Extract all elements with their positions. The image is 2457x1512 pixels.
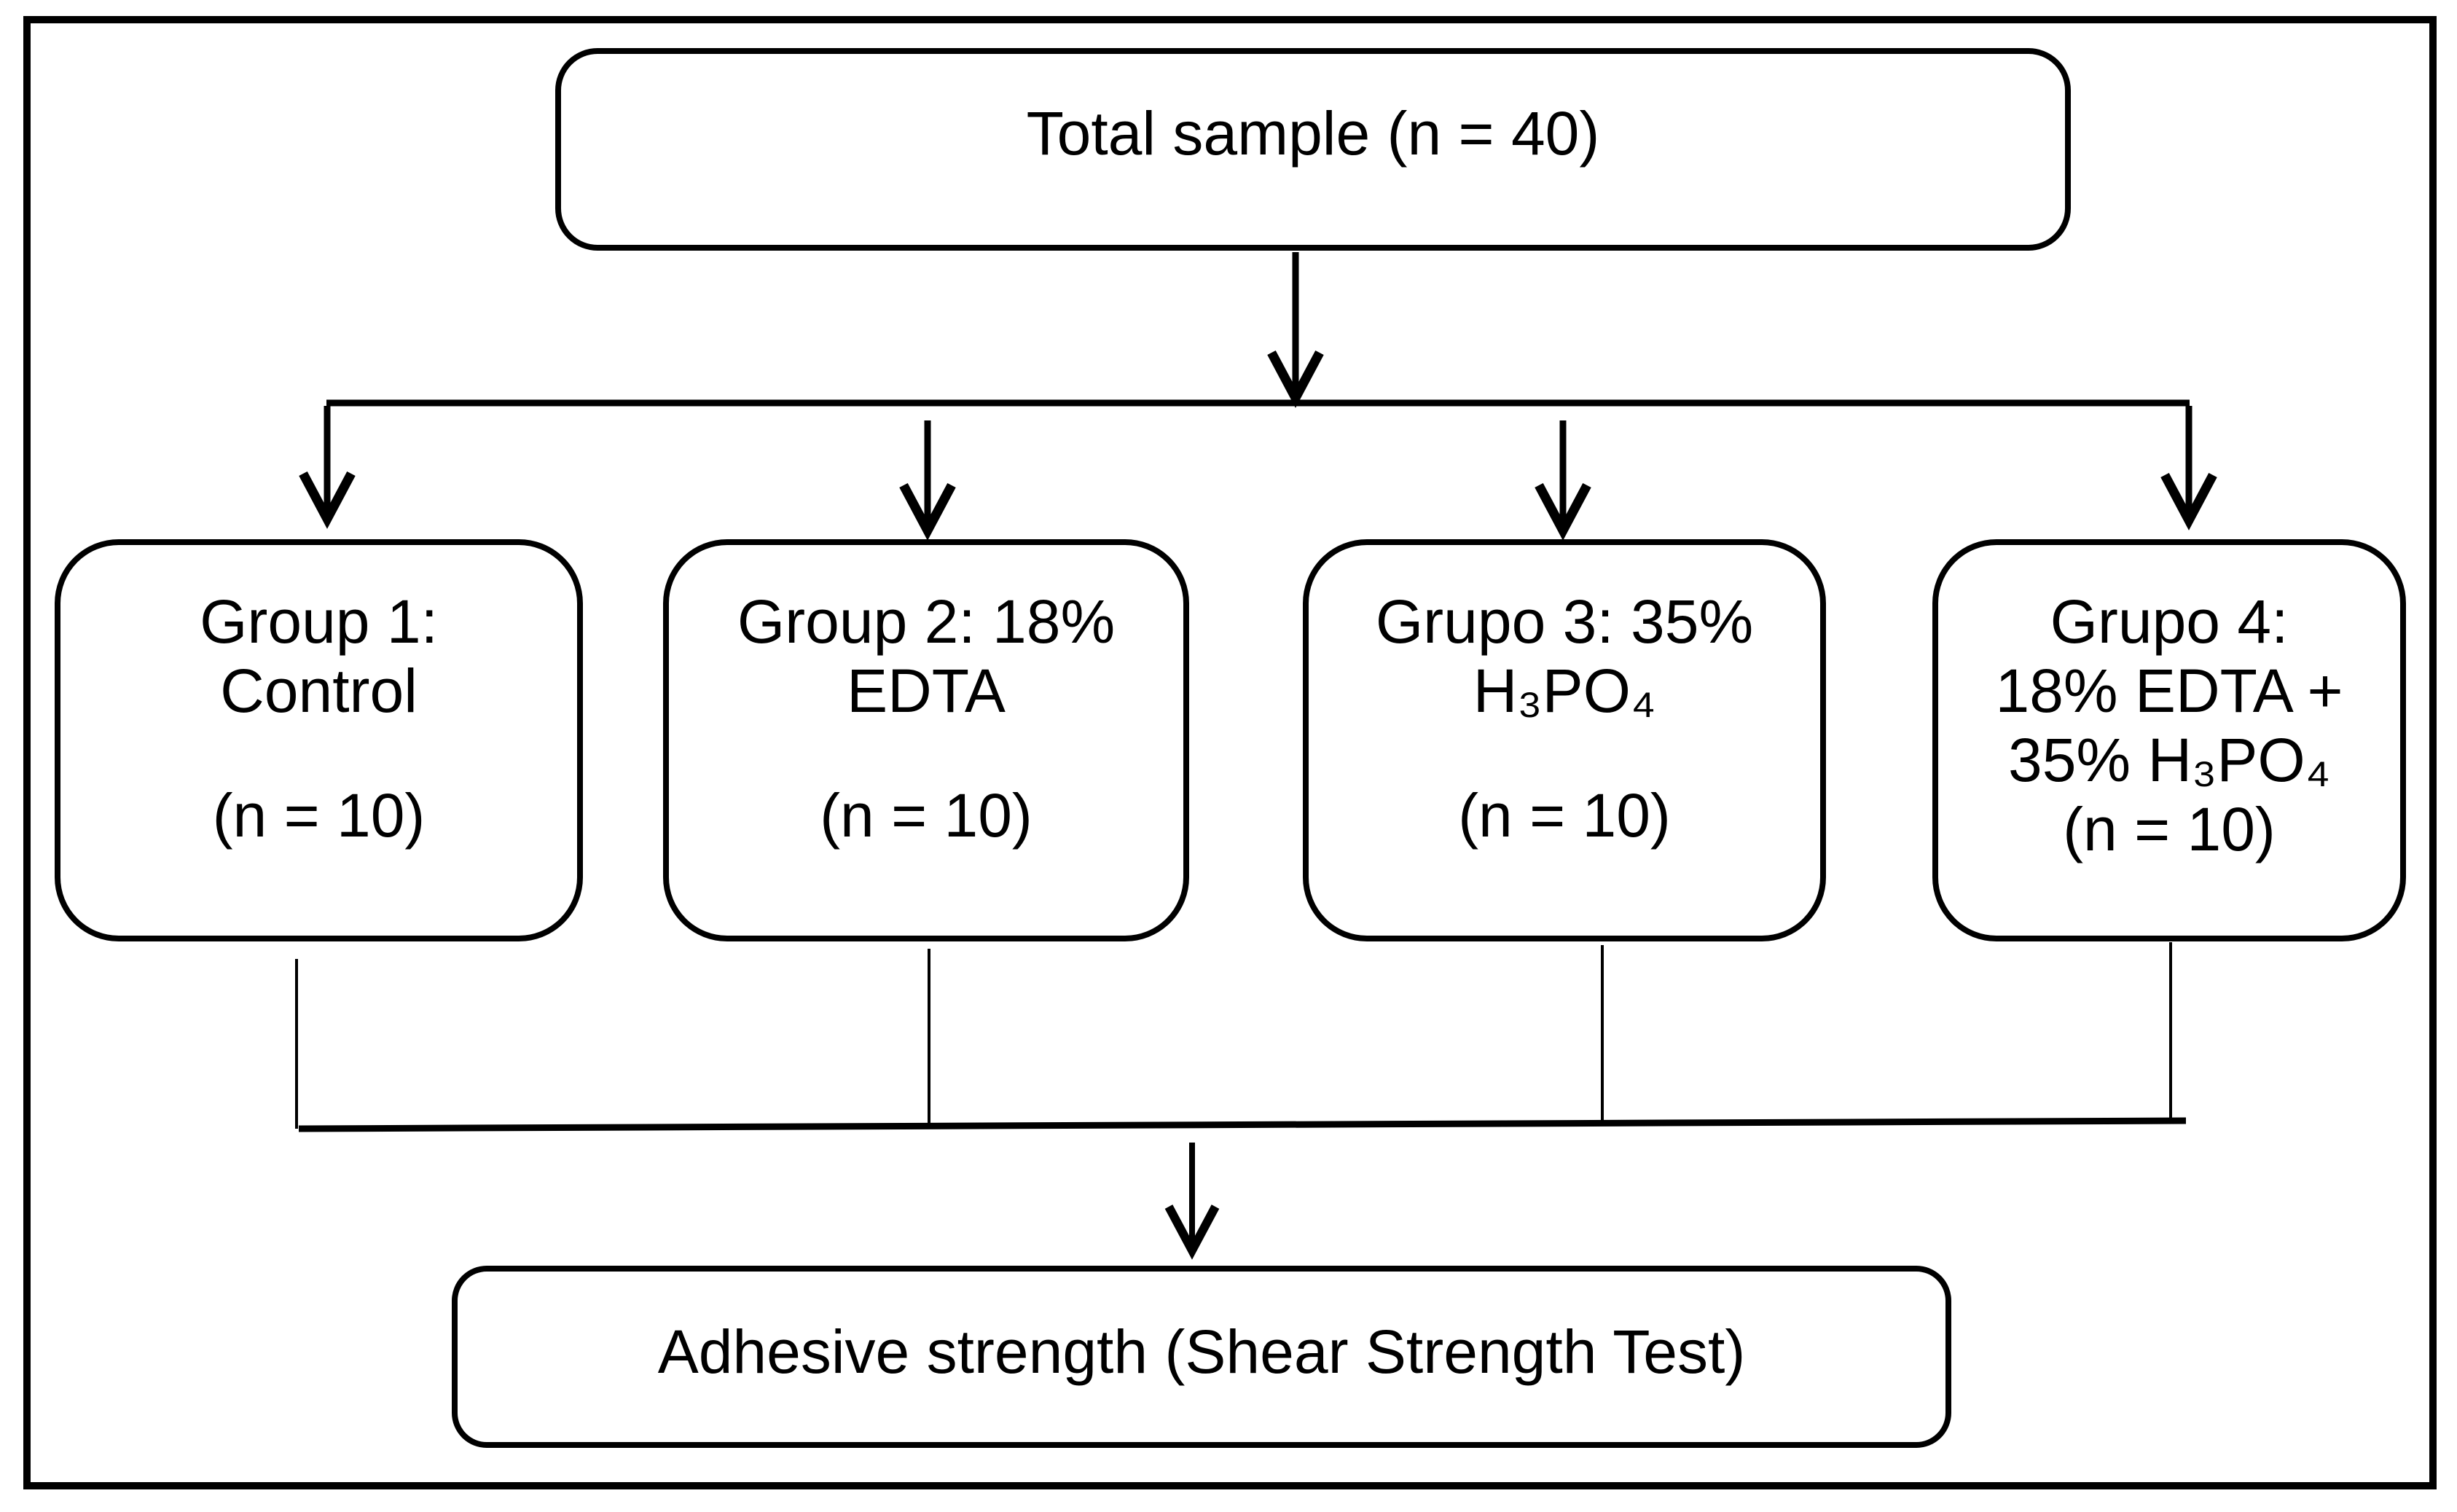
group-3-count: (n = 10) [1458, 781, 1671, 850]
group-4-line-3: 35% H₃PO₄ [2008, 726, 2330, 794]
group-1-line-2: Control [220, 657, 418, 725]
group-4-line-2: 18% EDTA + [1995, 657, 2343, 725]
group-4-box: Grupo 4: 18% EDTA + 35% H₃PO₄ (n = 10) [1932, 539, 2406, 941]
branch-arrow-4-head [2160, 472, 2217, 530]
group-3-spacer [1309, 726, 1820, 781]
top-arrow-head [1267, 350, 1324, 408]
branch-arrow-1-head [299, 471, 356, 529]
bottom-arrow-head [1164, 1204, 1220, 1260]
group-3-line-1: Grupo 3: 35% [1375, 587, 1754, 656]
group-3-line-2: H₃PO₄ [1473, 657, 1656, 725]
total-sample-box: Total sample (n = 40) [555, 48, 2071, 251]
group-2-line-2: EDTA [847, 657, 1006, 725]
total-sample-label: Total sample (n = 40) [1026, 99, 1600, 168]
group-4-count: (n = 10) [2063, 795, 2276, 863]
branch-arrow-2-head [899, 482, 956, 541]
adhesive-strength-box: Adhesive strength (Shear Strength Test) [452, 1266, 1951, 1448]
group-2-spacer [669, 726, 1183, 781]
group-1-box: Group 1: Control (n = 10) [55, 539, 583, 941]
group-2-line-1: Group 2: 18% [737, 587, 1116, 656]
group-1-line-1: Group 1: [200, 587, 438, 656]
converge-line [298, 1117, 2187, 1132]
group-1-spacer [60, 726, 577, 781]
group-2-count: (n = 10) [820, 781, 1032, 850]
outer-border [23, 16, 2437, 1489]
group-1-count: (n = 10) [212, 781, 426, 850]
group-2-box: Group 2: 18% EDTA (n = 10) [663, 539, 1189, 941]
branch-arrow-3-head [1535, 482, 1591, 541]
group-4-line-1: Grupo 4: [2050, 587, 2289, 656]
group-3-box: Grupo 3: 35% H₃PO₄ (n = 10) [1303, 539, 1826, 941]
adhesive-strength-label: Adhesive strength (Shear Strength Test) [657, 1317, 1746, 1386]
